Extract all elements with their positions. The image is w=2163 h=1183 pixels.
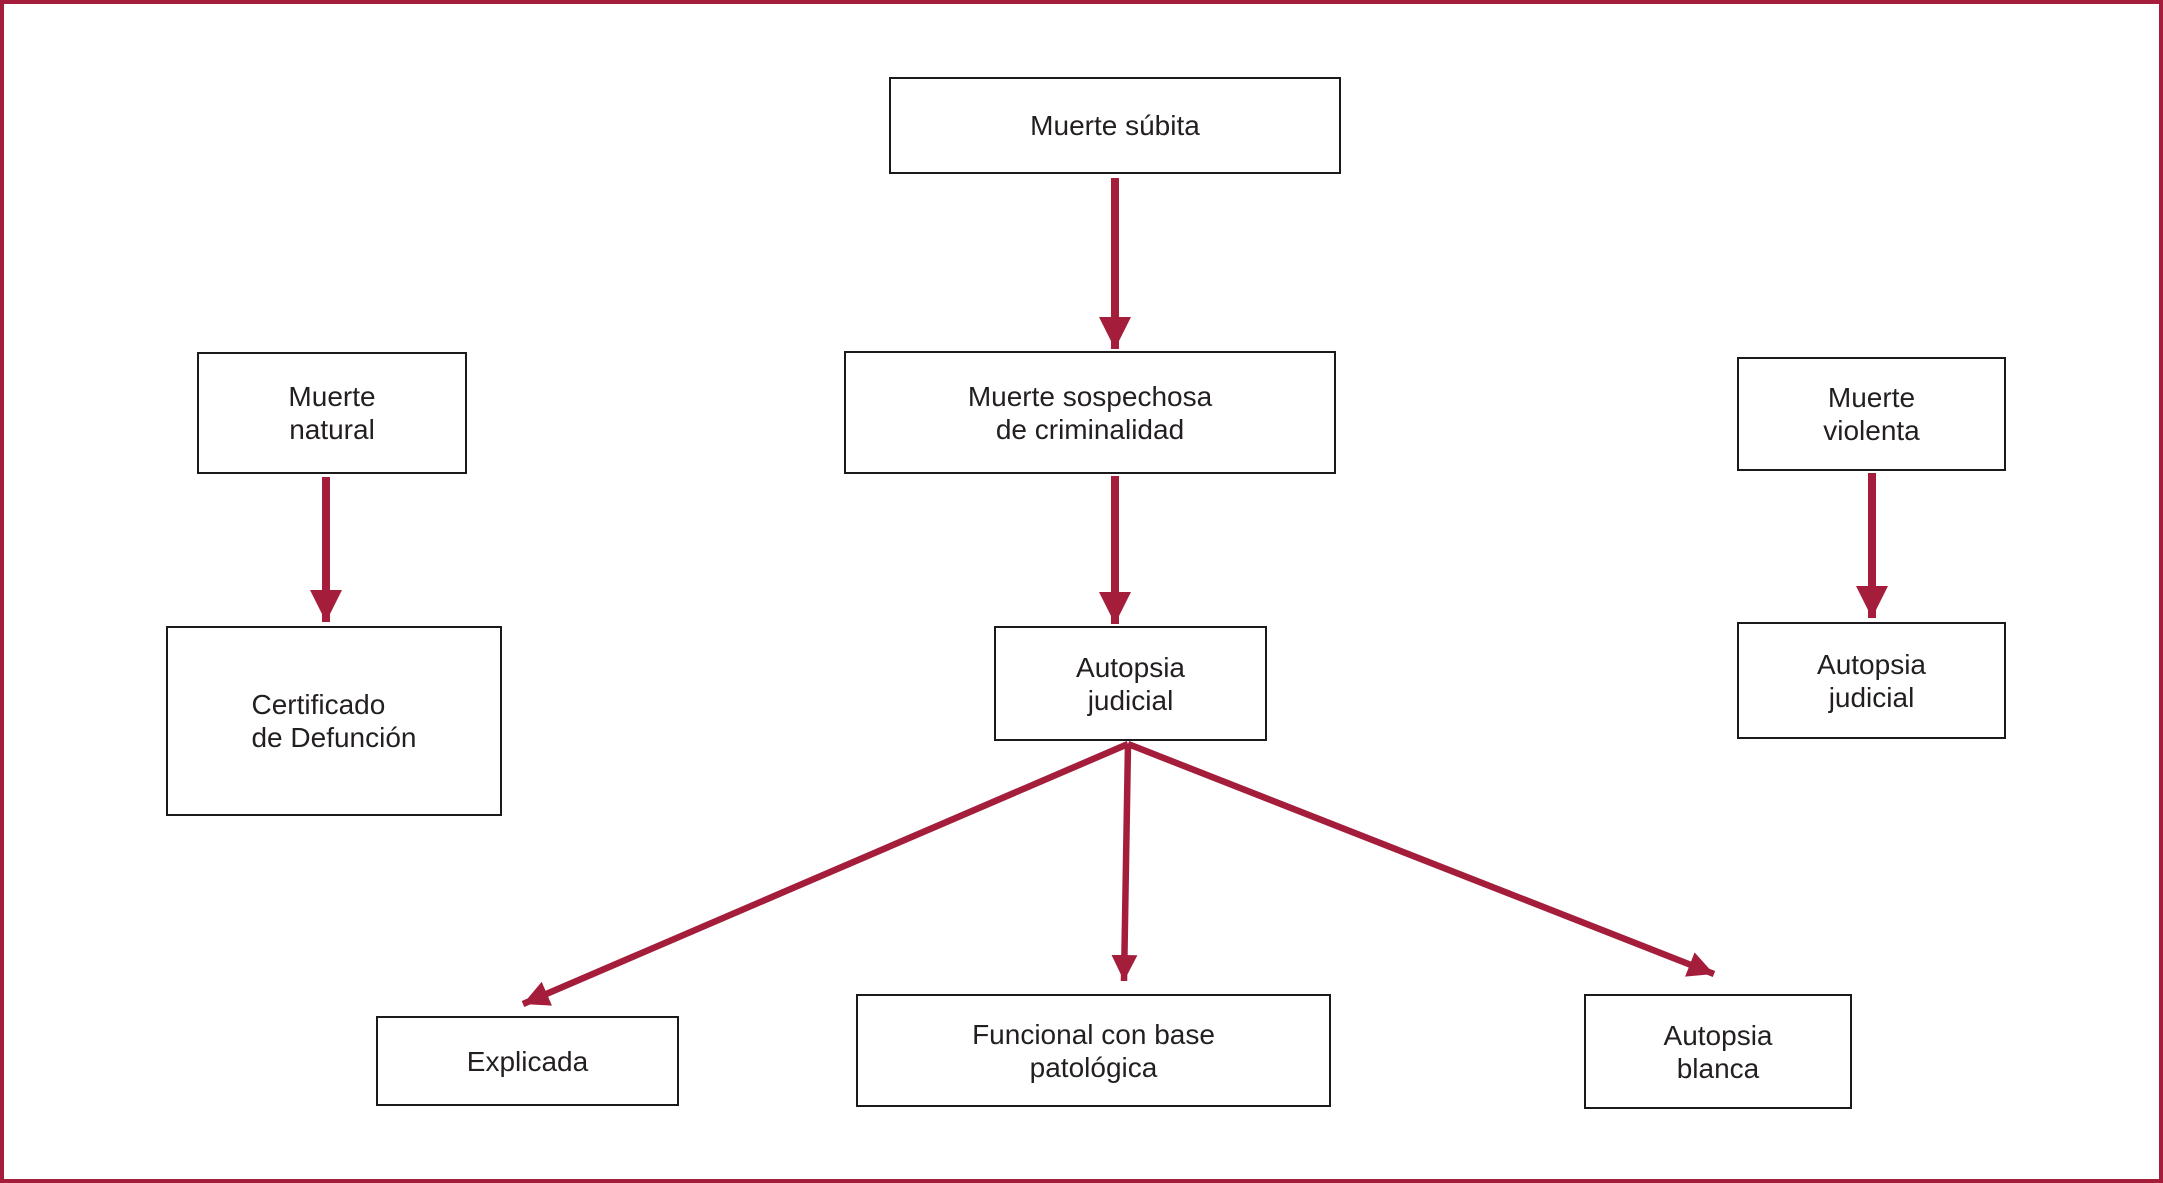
node-muerte-natural: Muerte natural bbox=[197, 352, 467, 474]
node-autopsia-judicial-derecha: Autopsia judicial bbox=[1737, 622, 2006, 739]
node-label: Autopsia blanca bbox=[1663, 1019, 1773, 1084]
node-label: Muerte violenta bbox=[1823, 382, 1920, 446]
edge-autopsia-to-explicada bbox=[521, 741, 1130, 1007]
node-label: Muerte natural bbox=[288, 381, 376, 445]
node-label: Explicada bbox=[466, 1045, 589, 1077]
node-explicada: Explicada bbox=[376, 1016, 679, 1106]
node-muerte-sospechosa: Muerte sospechosa de criminalidad bbox=[844, 351, 1336, 474]
node-muerte-violenta: Muerte violenta bbox=[1737, 357, 2006, 471]
node-funcional-base-patologica: Funcional con base patológica bbox=[856, 994, 1331, 1107]
node-label: Autopsia judicial bbox=[1817, 648, 1926, 713]
node-autopsia-judicial-centro: Autopsia judicial bbox=[994, 626, 1267, 741]
node-muerte-subita: Muerte súbita bbox=[889, 77, 1341, 174]
edge-autopsia-to-blanca bbox=[1126, 740, 1716, 978]
edge-autopsia-to-funcional bbox=[1111, 743, 1138, 982]
node-label: Muerte sospechosa de criminalidad bbox=[967, 380, 1213, 445]
node-label: Muerte súbita bbox=[1030, 110, 1200, 141]
node-label: Autopsia judicial bbox=[1076, 651, 1185, 716]
node-certificado-defuncion: Certificado de Defunción bbox=[166, 626, 502, 816]
node-label: Certificado de Defunción bbox=[251, 689, 417, 753]
node-autopsia-blanca: Autopsia blanca bbox=[1584, 994, 1852, 1109]
node-label: Funcional con base patológica bbox=[972, 1018, 1215, 1083]
